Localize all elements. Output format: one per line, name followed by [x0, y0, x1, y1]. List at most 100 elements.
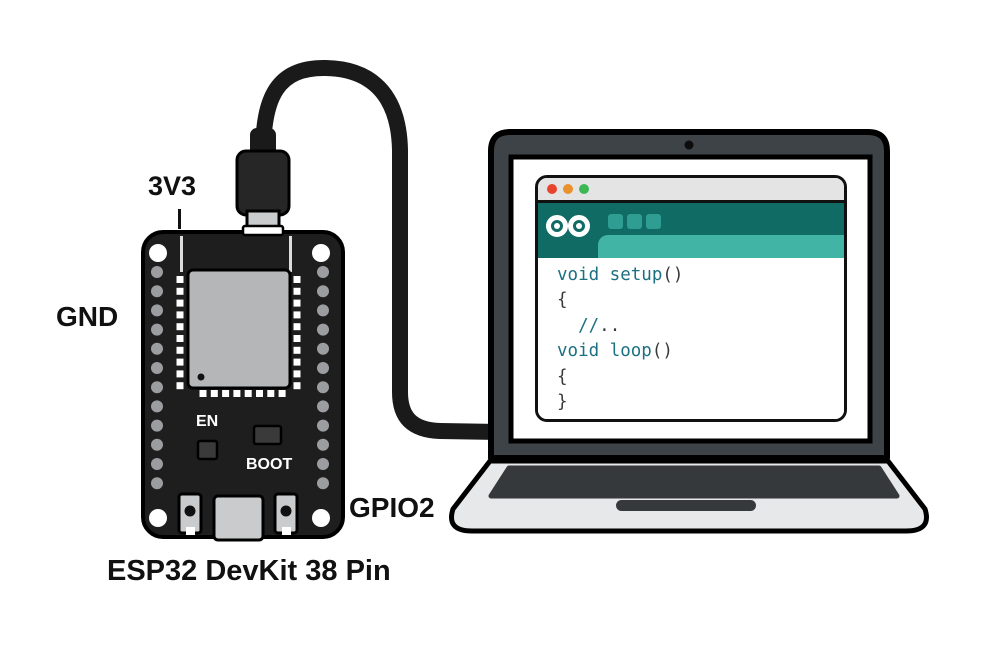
bottom-component-right — [273, 492, 299, 535]
laptop-keyboard — [488, 465, 900, 499]
label-gnd: GND — [56, 301, 119, 332]
pin-pad — [151, 342, 163, 355]
arduino-logo-right-ring — [568, 215, 590, 237]
label-3v3: 3V3 — [148, 171, 197, 201]
castellation-pad — [244, 390, 252, 397]
toolbar-buttons — [608, 214, 661, 229]
pin-pad — [151, 362, 163, 374]
castellation-pad — [176, 287, 184, 295]
pin-pad — [151, 419, 163, 432]
pin-pad — [317, 400, 329, 413]
castellation-pad — [256, 390, 263, 397]
usb-cable — [255, 59, 508, 440]
toolbar-button[interactable] — [646, 214, 661, 229]
plug-body — [235, 149, 291, 217]
label-en-button: EN — [196, 413, 219, 430]
plug-collar — [241, 224, 285, 237]
window-minimize-button[interactable] — [563, 184, 573, 194]
castellation-pad — [176, 346, 184, 354]
pin-pad — [317, 342, 329, 355]
castellation-pad — [176, 335, 184, 342]
pin-pad — [151, 400, 163, 413]
castellation-pad — [293, 299, 301, 307]
castellation-pad — [176, 382, 184, 390]
mounting-hole — [149, 509, 167, 527]
castellation-pad — [293, 276, 301, 283]
pin-header-left — [151, 266, 163, 490]
castellation-pad — [293, 323, 301, 331]
label-gpio2: GPIO2 — [349, 492, 435, 523]
sketch-tab[interactable] — [598, 235, 844, 258]
castellation-pad — [176, 311, 184, 319]
castellation-pad — [293, 287, 301, 295]
castellation-pad — [293, 346, 301, 354]
arduino-ide-window: void setup() { //.. void loop() {} — [535, 175, 847, 422]
pin-pad — [151, 381, 163, 394]
toolbar-button[interactable] — [627, 214, 642, 229]
castellation-pad — [199, 390, 207, 397]
boot-button — [252, 424, 283, 446]
window-zoom-button[interactable] — [579, 184, 589, 194]
toolbar-button[interactable] — [608, 214, 623, 229]
pin-header-right — [317, 266, 329, 490]
bottom-component-left — [177, 492, 203, 535]
castellation-pad — [176, 370, 184, 378]
castellation-pad — [176, 276, 184, 283]
code-line: } — [557, 392, 568, 413]
pin-pad — [317, 323, 329, 336]
code-line: void loop() — [557, 341, 673, 362]
esp32-board — [141, 230, 345, 542]
castellation-pad — [293, 370, 301, 378]
pin-pad — [151, 285, 163, 298]
en-button — [196, 439, 219, 461]
code-line: { — [557, 290, 568, 311]
laptop-trackpad-notch — [616, 500, 756, 511]
pin-pad — [151, 477, 163, 490]
castellation-pad — [176, 358, 184, 366]
pin-pad — [151, 323, 163, 336]
castellation-pad — [293, 311, 301, 319]
pin-pad — [317, 285, 329, 298]
pin-pad — [317, 438, 329, 451]
code-line: { — [557, 366, 568, 387]
code-line: //.. — [557, 315, 621, 336]
label-pointer-3v3 — [178, 209, 181, 229]
castellation-pad — [233, 390, 241, 397]
code-editor[interactable]: void setup() { //.. void loop() {} — [538, 258, 844, 419]
mounting-hole — [312, 509, 330, 527]
ide-toolbar — [538, 203, 844, 258]
castellation-pad — [176, 323, 184, 331]
mounting-hole — [312, 244, 330, 262]
mounting-hole — [149, 244, 167, 262]
pin-pad — [317, 266, 329, 278]
pin-pad — [317, 304, 329, 317]
antenna-trace — [289, 236, 292, 272]
castellation-pad — [210, 390, 218, 397]
castellation-pad — [293, 335, 301, 342]
window-titlebar — [538, 178, 844, 203]
pin-pad — [317, 362, 329, 374]
module-pin1-dot — [197, 373, 205, 381]
pin-pad — [317, 381, 329, 394]
castellation-pad — [293, 382, 301, 390]
antenna-trace — [180, 236, 183, 272]
pin-pad — [317, 419, 329, 432]
castellation-pad — [222, 390, 230, 397]
pin-pad — [317, 477, 329, 490]
webcam-icon — [684, 140, 694, 150]
castellation-pad — [176, 299, 184, 307]
pin-pad — [151, 438, 163, 451]
code-line: void setup() — [557, 265, 684, 285]
usb-socket — [212, 494, 265, 542]
board-caption: ESP32 DevKit 38 Pin — [107, 555, 391, 587]
arduino-logo-left-ring — [546, 215, 568, 237]
label-boot-button: BOOT — [246, 456, 293, 473]
module-castellations — [176, 276, 301, 397]
castellation-pad — [267, 390, 275, 397]
pin-pad — [151, 304, 163, 317]
pin-pad — [317, 458, 329, 470]
window-close-button[interactable] — [547, 184, 557, 194]
pin-pad — [151, 458, 163, 470]
pin-pad — [151, 266, 163, 278]
